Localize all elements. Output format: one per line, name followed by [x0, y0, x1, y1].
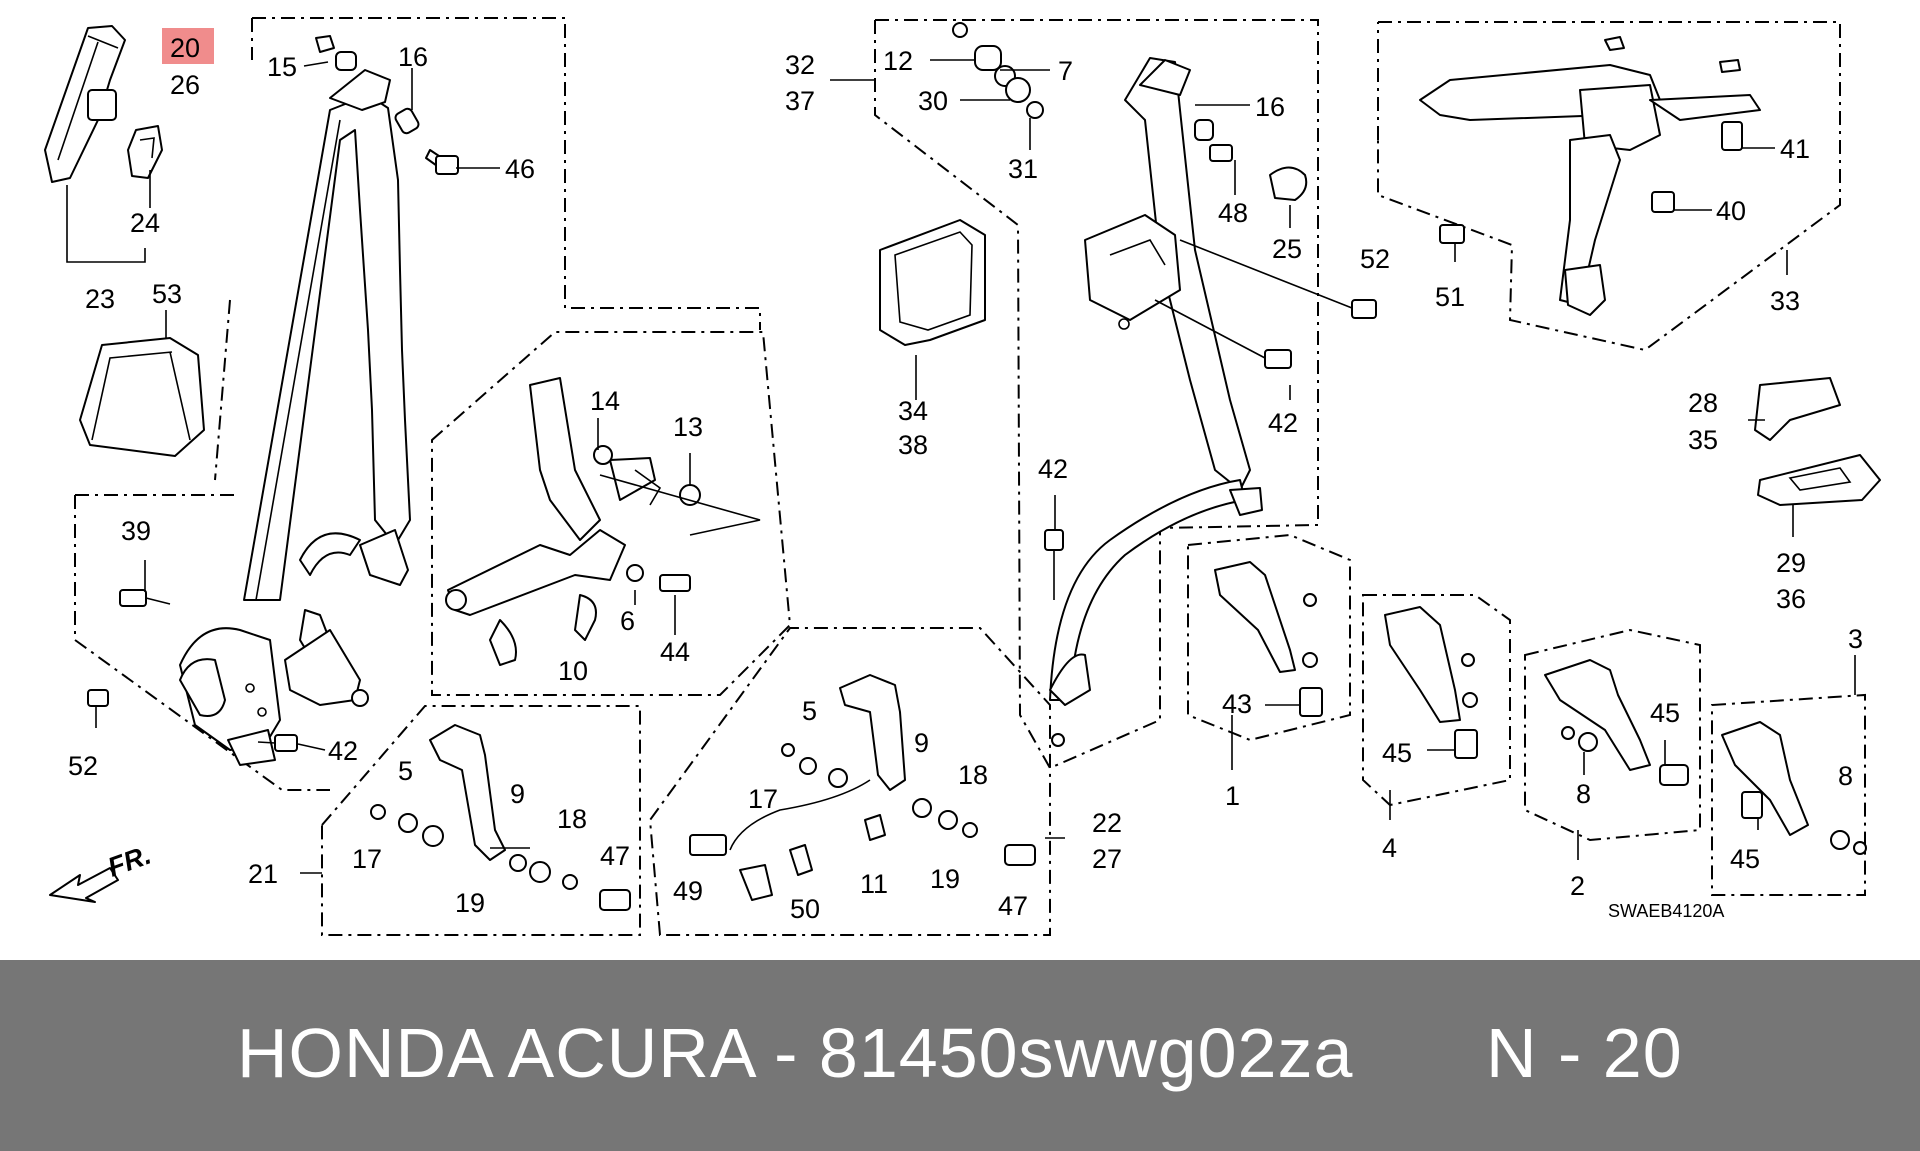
callout[interactable]: 5 [398, 756, 413, 786]
callout[interactable]: 19 [455, 888, 485, 918]
callout[interactable]: 43 [1222, 689, 1252, 719]
callout[interactable]: 17 [748, 784, 778, 814]
callout[interactable]: 40 [1716, 196, 1746, 226]
drawing-code: SWAEB4120A [1608, 901, 1724, 921]
callout[interactable]: 52 [68, 751, 98, 781]
footer-bar: HONDA ACURA - 81450swwg02za N - 20 [0, 960, 1920, 1151]
callout[interactable]: 20 [170, 33, 200, 63]
callout[interactable]: 42 [1268, 408, 1298, 438]
fasteners-left [87, 35, 459, 752]
callout[interactable]: 25 [1272, 234, 1302, 264]
callout[interactable]: 9 [510, 779, 525, 809]
callout[interactable]: 41 [1780, 134, 1810, 164]
callout[interactable]: 45 [1650, 698, 1680, 728]
anchor-rail-assembly [445, 377, 761, 666]
callout[interactable]: 45 [1730, 844, 1760, 874]
callout[interactable]: 26 [170, 70, 200, 100]
callout[interactable]: 27 [1092, 844, 1122, 874]
callout[interactable]: 14 [590, 386, 620, 416]
callout[interactable]: 39 [121, 516, 151, 546]
callout[interactable]: 24 [130, 208, 160, 238]
highlight-box [162, 28, 214, 64]
callout[interactable]: 42 [1038, 454, 1068, 484]
callout[interactable]: 7 [1058, 56, 1073, 86]
callout[interactable]: 44 [660, 637, 690, 667]
callout[interactable]: 49 [673, 876, 703, 906]
callout[interactable]: 38 [898, 430, 928, 460]
callout[interactable]: 11 [860, 869, 888, 899]
callout[interactable]: 8 [1838, 761, 1853, 791]
callout[interactable]: 46 [505, 154, 535, 184]
callout[interactable]: 34 [898, 396, 928, 426]
callout[interactable]: 30 [918, 86, 948, 116]
callout[interactable]: 28 [1688, 388, 1718, 418]
callout[interactable]: 13 [673, 412, 703, 442]
washers-top-center [952, 22, 1044, 119]
callout[interactable]: 50 [790, 894, 820, 924]
callout[interactable]: 6 [620, 606, 635, 636]
parts-diagram: FR. [44, 17, 1881, 936]
callout[interactable]: 5 [802, 696, 817, 726]
callout[interactable]: 23 [85, 284, 115, 314]
callout[interactable]: 4 [1382, 833, 1397, 863]
seat-belt-exploded-view: FR. [44, 17, 1881, 936]
pillar-trim-assembly [44, 25, 205, 457]
callout[interactable]: 19 [930, 864, 960, 894]
callout[interactable]: 33 [1770, 286, 1800, 316]
callout[interactable]: 15 [267, 52, 297, 82]
callout[interactable]: 36 [1776, 584, 1806, 614]
callout[interactable]: 17 [352, 844, 382, 874]
callout[interactable]: 31 [1008, 154, 1038, 184]
callout[interactable]: 16 [398, 42, 428, 72]
callout[interactable]: 18 [958, 760, 988, 790]
callout[interactable]: 10 [558, 656, 588, 686]
callout[interactable]: 52 [1360, 244, 1390, 274]
callout[interactable]: 29 [1776, 548, 1806, 578]
callout[interactable]: 8 [1576, 779, 1591, 809]
section-outlines [74, 17, 1866, 936]
callout[interactable]: 12 [883, 46, 913, 76]
callout[interactable]: 48 [1218, 198, 1248, 228]
buckle-assemblies [370, 561, 1867, 911]
retractor-cover [879, 219, 986, 346]
belt-guide-parts [1754, 377, 1881, 506]
callout[interactable]: 42 [328, 736, 358, 766]
callout[interactable]: 45 [1382, 738, 1412, 768]
callout[interactable]: 1 [1225, 781, 1240, 811]
second-row-belt-assembly [1044, 57, 1377, 747]
callout-labels: 20 26 15 16 46 24 23 53 39 52 42 14 13 6… [68, 33, 1863, 924]
part-number-title: HONDA ACURA - 81450swwg02za [237, 1014, 1354, 1092]
callout[interactable]: 9 [914, 728, 929, 758]
direction-label: FR. [104, 840, 155, 883]
callout[interactable]: 22 [1092, 808, 1122, 838]
third-row-belt-assembly [1419, 36, 1761, 316]
front-direction-indicator: FR. [49, 840, 155, 903]
page-reference: N - 20 [1486, 1014, 1683, 1092]
callout[interactable]: 37 [785, 86, 815, 116]
callout[interactable]: 47 [998, 891, 1028, 921]
callout[interactable]: 21 [248, 859, 278, 889]
callout[interactable]: 32 [785, 50, 815, 80]
callout[interactable]: 47 [600, 841, 630, 871]
leader-lines [144, 59, 1856, 874]
front-seat-belt-assembly [179, 69, 411, 766]
callout[interactable]: 3 [1848, 624, 1863, 654]
callout[interactable]: 53 [152, 279, 182, 309]
callout[interactable]: 16 [1255, 92, 1285, 122]
callout[interactable]: 51 [1435, 282, 1465, 312]
callout[interactable]: 35 [1688, 425, 1718, 455]
callout[interactable]: 2 [1570, 871, 1585, 901]
callout[interactable]: 18 [557, 804, 587, 834]
